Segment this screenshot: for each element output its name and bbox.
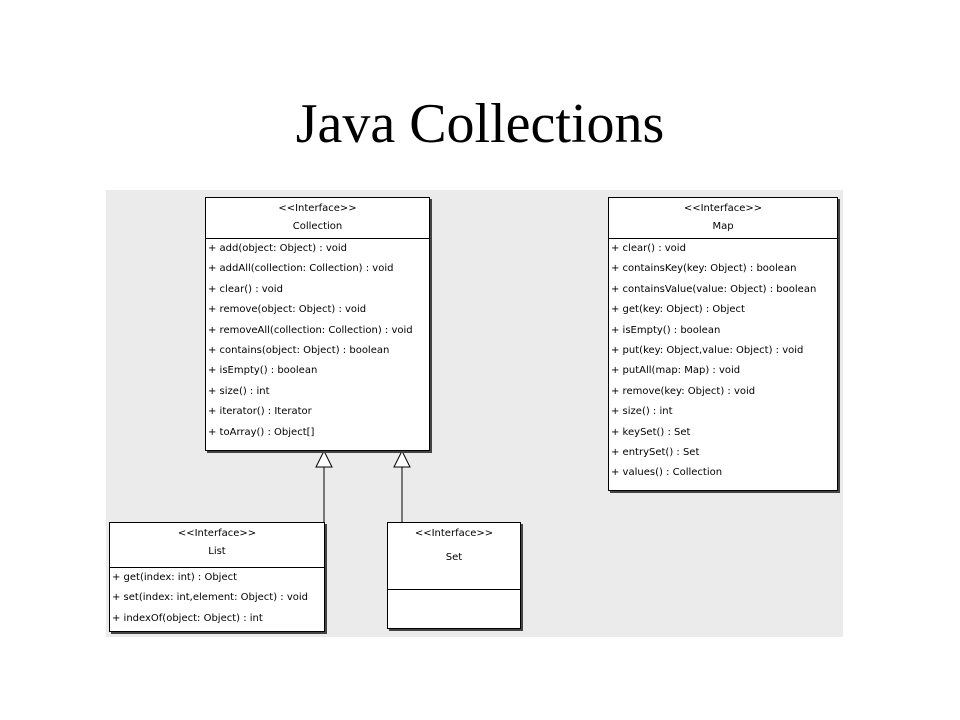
list-interface-box: <<Interface>> List + get(index: int) : O… [109,522,325,632]
map-header: <<Interface>> Map [609,198,837,239]
operation: + get(index: int) : Object [112,572,238,583]
operation: + set(index: int,element: Object) : void [112,592,309,604]
list-name: List [208,546,226,557]
map-name: Map [712,221,734,232]
operation: + toArray() : Object[] [208,426,315,438]
operation: + add(object: Object) : void [208,243,348,254]
set-name: Set [445,552,463,563]
collection-header: <<Interface>> Collection [206,198,429,239]
operation: + size() : int [208,385,270,397]
set-operations-compartment [388,589,520,628]
operation: + size() : int [611,406,673,418]
operation: + put(key: Object,value: Object) : void [611,344,804,356]
list-generalization-arrow [315,449,333,468]
operation: + isEmpty() : boolean [208,365,318,377]
operation: + remove(object: Object) : void [208,304,367,316]
collection-name: Collection [292,221,343,232]
set-header: <<Interface>> Set [388,523,520,589]
list-stereotype: <<Interface>> [177,528,257,539]
operation: + isEmpty() : boolean [611,324,721,336]
operation: + removeAll(collection: Collection) : vo… [208,324,413,336]
set-stereotype: <<Interface>> [414,528,494,539]
operation: + indexOf(object: Object) : int [112,612,263,624]
operation: + containsValue(value: Object) : boolean [611,283,817,295]
map-stereotype: <<Interface>> [683,203,763,214]
operation: + iterator() : Iterator [208,406,312,418]
operation: + putAll(map: Map) : void [611,365,741,377]
operation: + containsKey(key: Object) : boolean [611,263,797,275]
operation: + remove(key: Object) : void [611,385,756,397]
set-interface-box: <<Interface>> Set [387,522,521,629]
operation: + contains(object: Object) : boolean [208,344,390,356]
operation: + get(key: Object) : Object [611,304,745,316]
operation: + clear() : void [208,283,283,295]
map-operations: + clear() : void + containsKey(key: Obje… [609,239,837,484]
collection-interface-box: <<Interface>> Collection + add(object: O… [205,197,430,451]
operation: + keySet() : Set [611,426,691,438]
operation: + addAll(collection: Collection) : void [208,263,394,275]
list-header: <<Interface>> List [110,523,324,568]
list-operations: + get(index: int) : Object + set(index: … [110,568,324,629]
collection-stereotype: <<Interface>> [278,203,357,214]
set-generalization-arrow [393,449,411,468]
uml-diagram: <<Interface>> Collection + add(object: O… [106,190,843,637]
inheritance-connectors [315,449,411,522]
slide-title: Java Collections [295,93,665,155]
map-interface-box: <<Interface>> Map + clear() : void + con… [608,197,838,491]
collection-operations: + add(object: Object) : void + addAll(co… [206,239,429,443]
operation: + clear() : void [611,243,686,254]
operation: + entrySet() : Set [611,446,700,458]
operation: + values() : Collection [611,467,723,479]
